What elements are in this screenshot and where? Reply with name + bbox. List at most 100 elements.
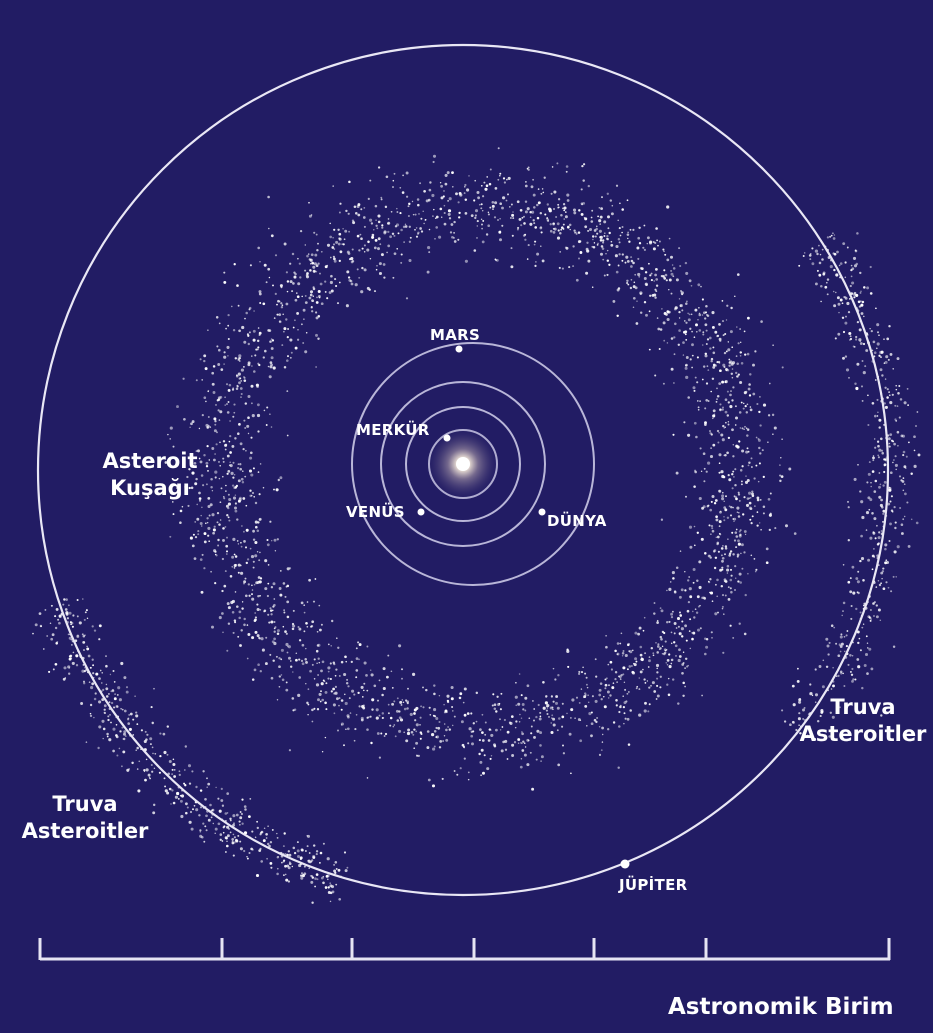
asteroid-dot	[293, 275, 297, 279]
asteroid-dot	[530, 185, 534, 189]
asteroid-dot	[236, 605, 239, 608]
asteroid-dot	[487, 739, 491, 742]
asteroid-dot	[58, 614, 62, 618]
asteroid-dot	[521, 731, 523, 733]
asteroid-dot	[302, 308, 306, 312]
asteroid-dot	[524, 709, 527, 712]
asteroid-dot	[541, 259, 545, 263]
asteroid-dot	[311, 708, 314, 712]
asteroid-dot	[337, 242, 341, 246]
asteroid-dot	[281, 861, 283, 864]
asteroid-dot	[738, 622, 741, 625]
asteroid-dot	[677, 702, 680, 705]
asteroid-dot	[393, 724, 396, 726]
asteroid-dot	[345, 304, 349, 308]
asteroid-dot	[313, 262, 317, 266]
asteroid-dot	[226, 514, 229, 517]
asteroid-dot	[407, 687, 409, 690]
asteroid-dot	[196, 503, 198, 506]
asteroid-dot	[76, 598, 79, 602]
asteroid-dot	[266, 543, 270, 547]
asteroid-dot	[537, 201, 541, 205]
asteroid-dot	[493, 216, 497, 219]
asteroid-dot	[646, 242, 649, 245]
asteroid-dot	[702, 452, 706, 456]
asteroid-dot	[98, 624, 102, 628]
asteroid-dot	[288, 656, 291, 660]
asteroid-dot	[585, 683, 588, 686]
asteroid-dot	[856, 591, 859, 594]
asteroid-dot	[233, 486, 236, 490]
asteroid-dot	[76, 635, 80, 638]
asteroid-dot	[362, 216, 366, 219]
asteroid-dot	[435, 226, 439, 229]
asteroid-dot	[264, 349, 267, 353]
asteroid-dot	[68, 657, 72, 661]
asteroid-dot	[178, 773, 181, 777]
asteroid-dot	[453, 715, 456, 718]
asteroid-dot	[225, 504, 229, 508]
asteroid-dot	[50, 637, 54, 641]
asteroid-dot	[699, 604, 701, 607]
asteroid-dot	[273, 603, 276, 607]
asteroid-dot	[752, 392, 756, 396]
asteroid-dot	[433, 708, 437, 712]
asteroid-dot	[308, 852, 311, 854]
asteroid-dot	[698, 307, 700, 309]
asteroid-dot	[417, 231, 420, 234]
asteroid-dot	[887, 437, 891, 441]
asteroid-dot	[127, 722, 131, 725]
asteroid-dot	[726, 304, 729, 307]
asteroid-dot	[830, 624, 834, 627]
asteroid-dot	[626, 259, 630, 263]
asteroid-dot	[521, 732, 524, 736]
asteroid-dot	[291, 697, 295, 700]
asteroid-dot	[68, 636, 72, 640]
asteroid-dot	[325, 682, 328, 685]
asteroid-dot	[880, 571, 884, 575]
asteroid-dot	[701, 694, 703, 697]
asteroid-dot	[227, 622, 231, 625]
asteroid-dot	[405, 739, 409, 743]
asteroid-dot	[340, 660, 344, 664]
asteroid-dot	[482, 219, 485, 222]
trojans-right-label: Truva Asteroitler	[796, 694, 930, 748]
asteroid-dot	[286, 600, 290, 604]
asteroid-dot	[590, 216, 593, 219]
asteroid-dot	[847, 580, 851, 584]
asteroid-dot	[296, 295, 300, 299]
asteroid-dot	[774, 527, 777, 530]
asteroid-dot	[324, 265, 328, 269]
asteroid-dot	[504, 748, 508, 751]
asteroid-dot	[526, 258, 529, 260]
asteroid-dot	[248, 851, 251, 855]
asteroid-dot	[152, 752, 154, 755]
asteroid-dot	[332, 687, 335, 691]
asteroid-dot	[341, 243, 344, 245]
asteroid-dot	[91, 682, 95, 686]
asteroid-dot	[323, 680, 326, 683]
asteroid-dot	[863, 664, 867, 667]
asteroid-dot	[445, 728, 448, 732]
asteroid-dot	[72, 651, 75, 654]
asteroid-dot	[708, 524, 711, 527]
asteroid-dot	[908, 441, 910, 444]
asteroid-dot	[726, 390, 729, 393]
asteroid-dot	[656, 317, 659, 319]
asteroid-dot	[493, 743, 496, 747]
asteroid-dot	[628, 665, 632, 668]
asteroid-dot	[692, 631, 696, 635]
asteroid-dot	[627, 283, 630, 286]
asteroid-dot	[878, 583, 882, 587]
asteroid-dot	[97, 746, 100, 750]
asteroid-dot	[385, 175, 389, 179]
asteroid-dot	[478, 203, 481, 206]
asteroid-dot	[63, 598, 66, 601]
asteroid-dot	[92, 672, 95, 675]
asteroid-dot	[280, 674, 283, 676]
asteroid-dot	[746, 447, 749, 450]
asteroid-dot	[269, 653, 272, 656]
asteroid-dot	[724, 332, 727, 336]
asteroid-dot	[427, 246, 431, 250]
asteroid-dot	[672, 267, 676, 270]
